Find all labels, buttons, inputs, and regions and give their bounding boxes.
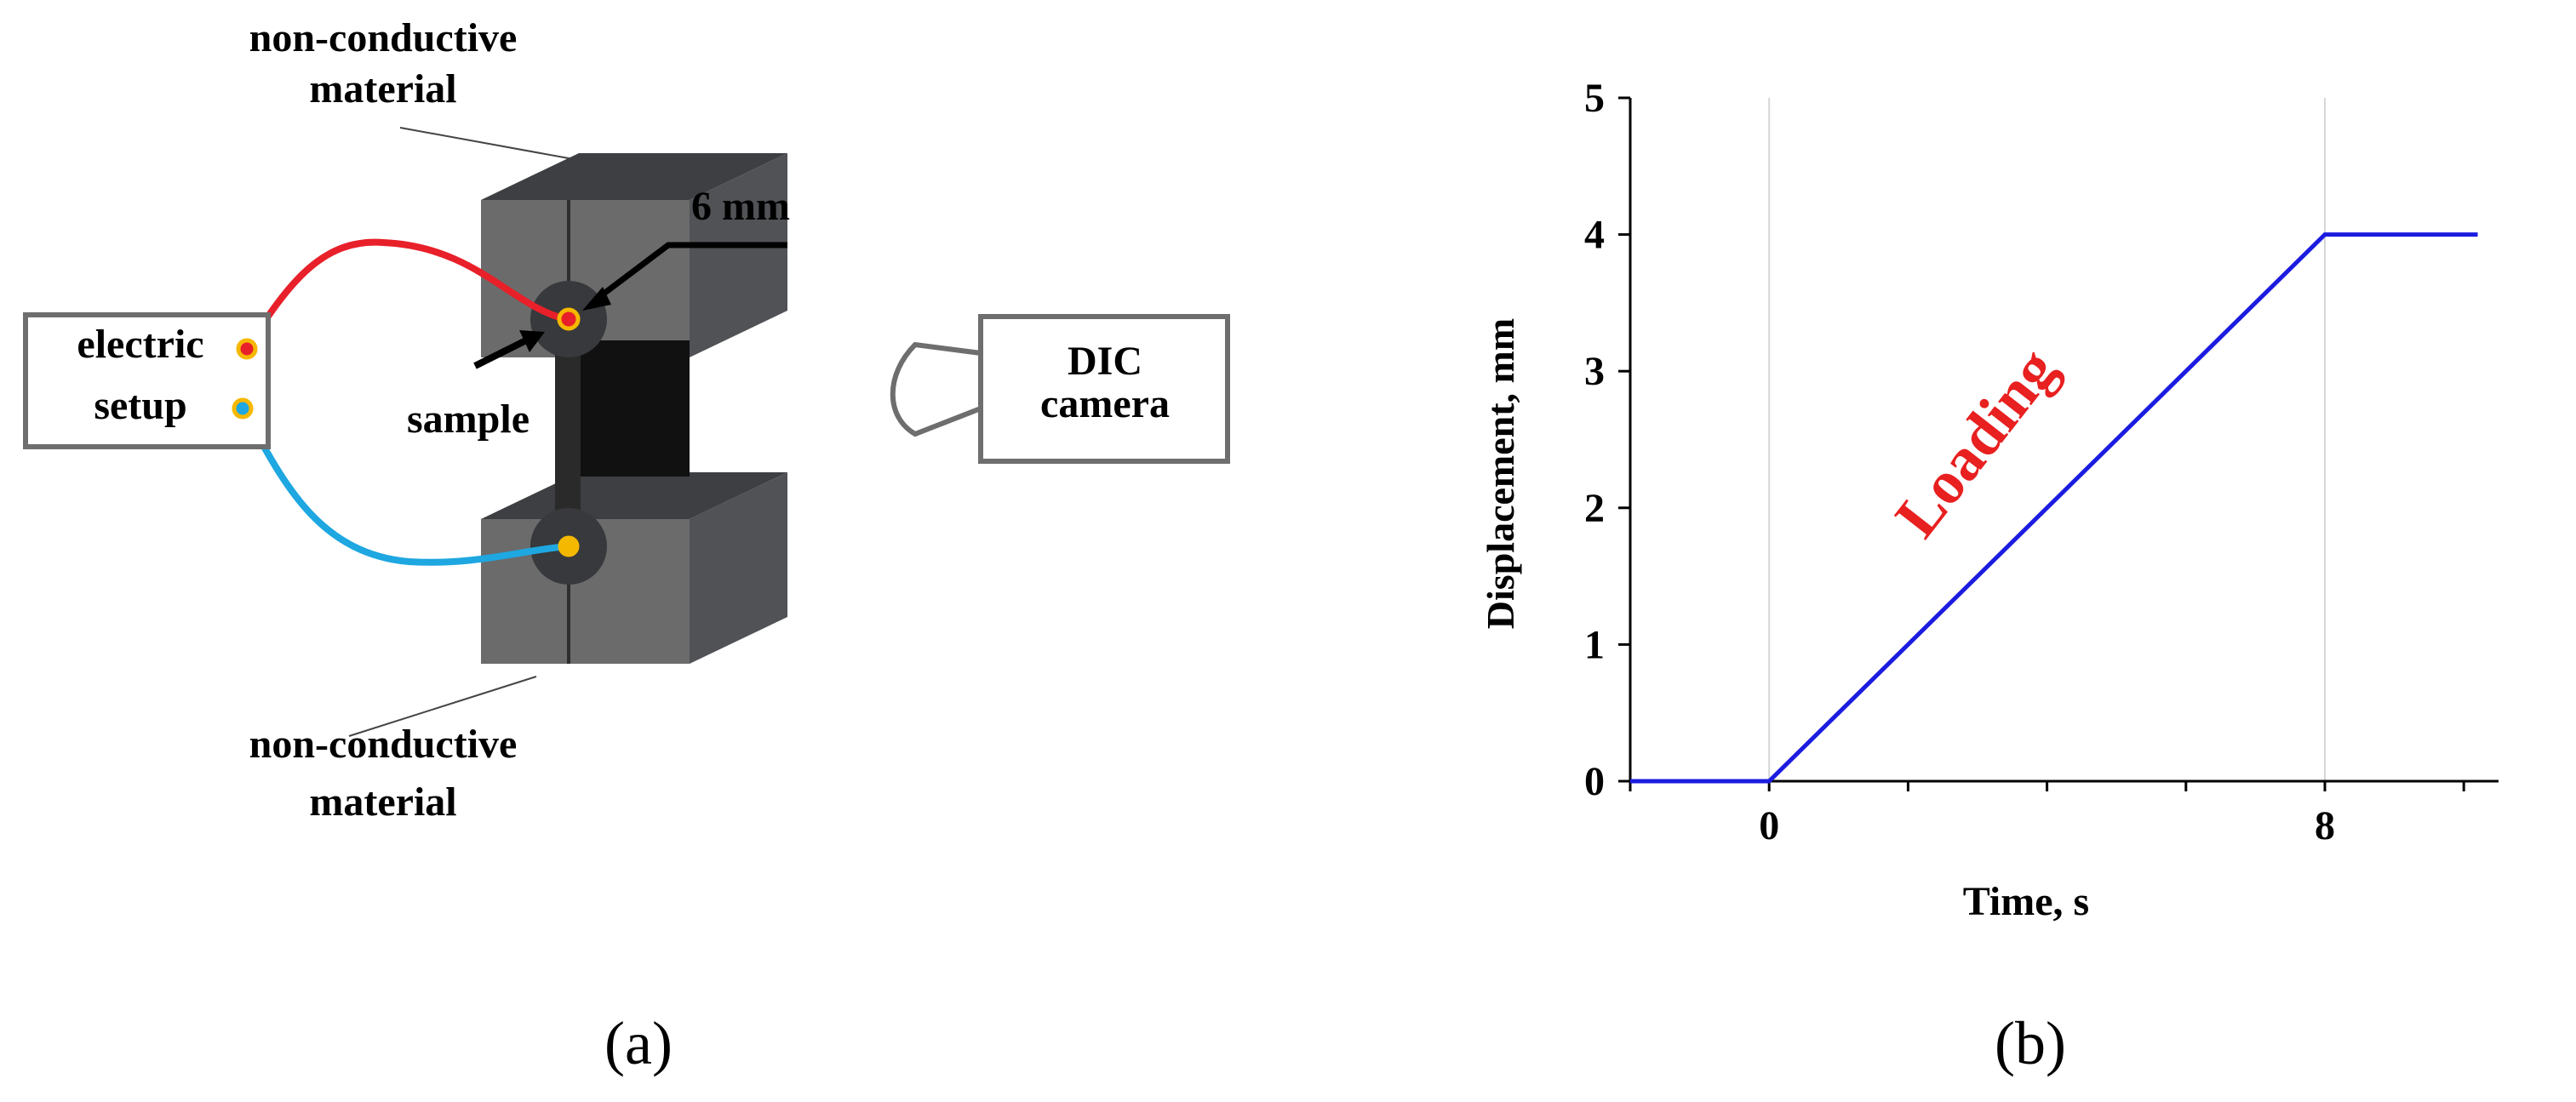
y-axis-label: Displacement, mm	[1479, 318, 1522, 629]
panel-b-chart: 0 1 2 3 4 5 0 8 Displacement, mm Time, s Loadin…	[1479, 76, 2499, 1077]
x-tick-label: 0	[1759, 803, 1779, 848]
negative-wire	[239, 407, 570, 566]
electric-negative-terminal	[232, 397, 254, 420]
panel-a-caption: (a)	[604, 1009, 673, 1077]
electric-setup-label-line1: electric	[77, 322, 203, 367]
gauge-arrow	[582, 242, 787, 311]
chart-ticks: 0 1 2 3 4 5 0 8	[1584, 76, 2465, 848]
top-material-label-line1: non-conductive	[249, 15, 518, 60]
y-tick-label: 5	[1584, 76, 1605, 121]
sample-label: sample	[407, 397, 530, 442]
chart-gridlines	[1768, 98, 2326, 781]
electric-setup-box	[23, 312, 271, 449]
y-tick-label: 2	[1584, 486, 1605, 531]
upper-contact-point	[557, 307, 581, 331]
y-tick-label: 4	[1584, 213, 1605, 258]
y-tick-label: 1	[1584, 622, 1605, 667]
panel-b-caption: (b)	[1995, 1009, 2066, 1077]
lower-grip-block	[481, 472, 787, 664]
sample-arrow	[473, 330, 545, 369]
dic-camera-label-line1: DIC	[1068, 339, 1142, 384]
chart-axes	[1629, 98, 2499, 783]
chart-series	[1630, 232, 2478, 784]
y-tick-label: 3	[1584, 349, 1605, 394]
lower-contact-point	[558, 535, 580, 557]
electric-positive-terminal	[236, 338, 258, 360]
positive-wire	[243, 238, 567, 351]
displacement-series-line	[1630, 232, 2478, 784]
top-material-leader	[399, 127, 588, 163]
x-tick-label: 8	[2315, 803, 2335, 848]
bottom-material-leader	[348, 676, 537, 737]
panel-a-setup: non-conductive material 6 mm sample elec…	[23, 15, 1230, 1077]
y-tick-label: 0	[1584, 759, 1605, 804]
sample-specimen	[530, 281, 690, 585]
camera-lens-icon	[890, 341, 982, 437]
gauge-length-label: 6 mm	[691, 184, 790, 229]
electric-setup-label-line2: setup	[94, 383, 186, 428]
x-axis-label: Time, s	[1963, 879, 2089, 924]
loading-annotation: Loading	[1882, 336, 2070, 550]
dic-camera-box	[978, 314, 1230, 464]
dic-camera-label-line2: camera	[1040, 381, 1170, 426]
bottom-material-label-line2: material	[309, 779, 456, 825]
bottom-material-label-line1: non-conductive	[249, 722, 518, 767]
top-material-label-line2: material	[309, 66, 456, 111]
